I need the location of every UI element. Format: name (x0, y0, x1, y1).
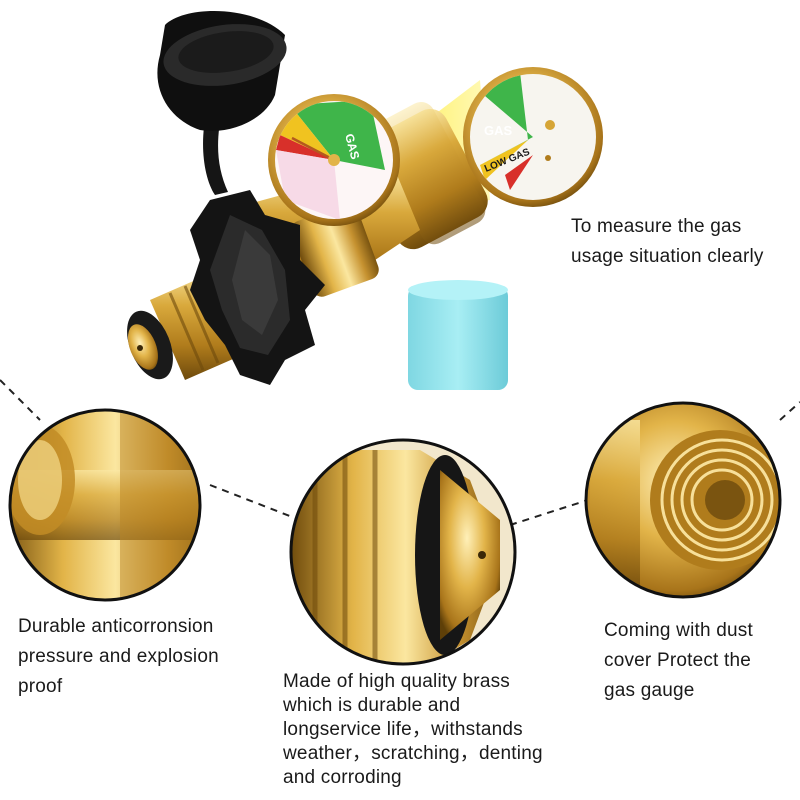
detail-circle-thread (584, 401, 782, 599)
caption-gauge: To measure the gas usage situation clear… (571, 212, 764, 272)
caption-durable-line-2: pressure and explosion (18, 646, 219, 667)
detail-circle-nozzle (289, 438, 517, 666)
caption-dust-line-3: gas gauge (604, 680, 695, 701)
black-dust-cap (157, 11, 287, 195)
caption-durable-line-3: proof (18, 676, 63, 697)
caption-brass-line-2: which is durable and (283, 695, 461, 716)
caption-dust-cover: Coming with dust cover Protect the gas g… (604, 616, 753, 706)
blue-dust-cover (408, 280, 508, 390)
small-gauge-gas-label: GAS (342, 132, 362, 161)
caption-brass-line-5: and corroding (283, 767, 402, 788)
caption-gauge-line-1: To measure the gas (571, 216, 742, 237)
main-adapter: GAS GAS LOW GAS (127, 11, 603, 390)
caption-brass-line-4: weather，scratching，denting (283, 743, 543, 764)
small-gauge: GAS (268, 94, 400, 226)
dashed-connectors (0, 379, 800, 526)
caption-brass-line-1: Made of high quality brass (283, 671, 510, 692)
caption-brass: Made of high quality brass which is dura… (283, 670, 543, 790)
detail-circle-body (8, 408, 202, 602)
caption-gauge-line-2: usage situation clearly (571, 246, 764, 267)
caption-brass-line-3: longservice life，withstands (283, 719, 523, 740)
caption-dust-line-2: cover Protect the (604, 650, 752, 671)
caption-durable-line-1: Durable anticorronsion (18, 616, 214, 637)
caption-dust-line-1: Coming with dust (604, 620, 753, 641)
caption-durable: Durable anticorronsion pressure and expl… (18, 612, 219, 702)
zoomed-gauge-gas-label: GAS (484, 123, 513, 138)
zoomed-gauge: GAS LOW GAS (463, 67, 603, 207)
black-handwheel (190, 190, 325, 385)
